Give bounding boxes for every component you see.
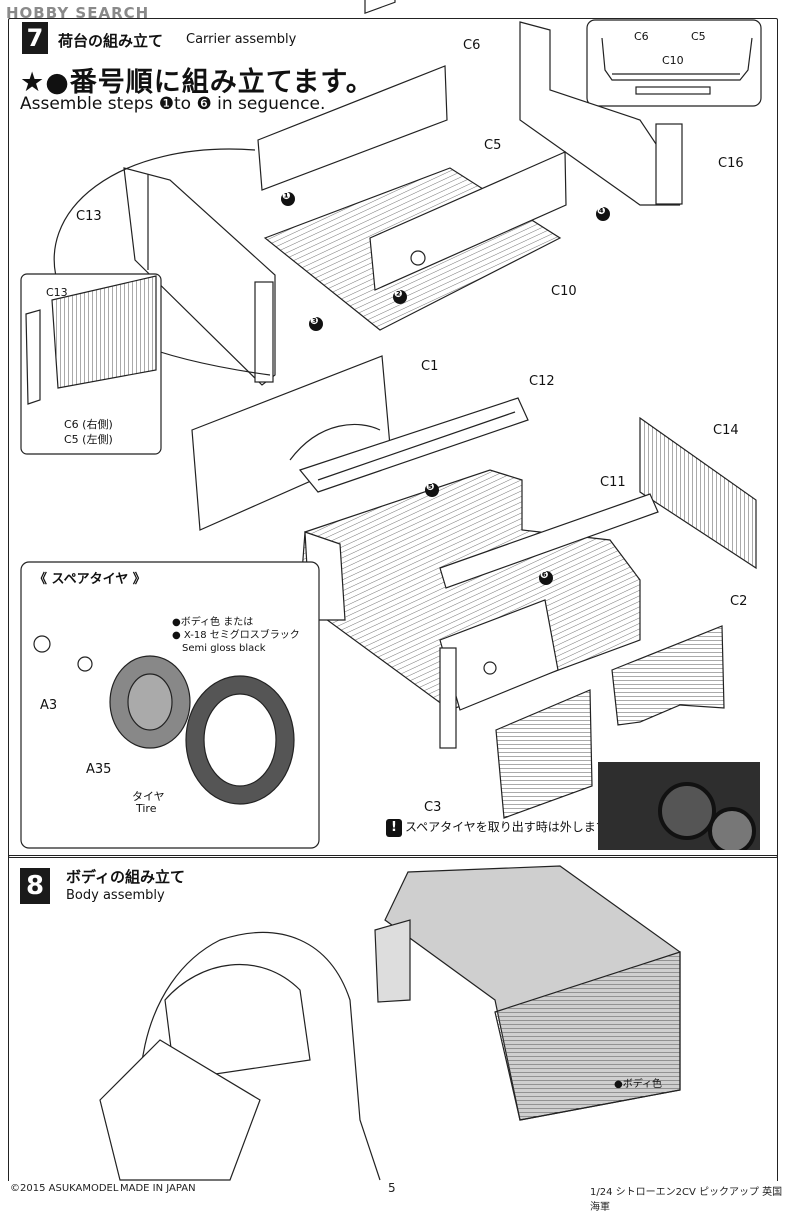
label-c1: C1	[421, 359, 439, 374]
spare-tire-warning: !スペアタイヤを取り出す時は外します。	[386, 818, 619, 837]
step8-title-en: Body assembly	[66, 888, 165, 903]
step-marker-1: ❶	[282, 191, 291, 202]
label-c11: C11	[600, 475, 626, 490]
footer-copyright: ©2015 ASUKAMODEL	[10, 1183, 119, 1194]
inset-c10-box	[586, 19, 762, 107]
step7-title-en: Carrier assembly	[186, 32, 297, 47]
part-c1-shape	[191, 355, 391, 531]
watermark: HOBBY SEARCH	[6, 4, 150, 22]
step-marker-3: ❸	[310, 316, 319, 327]
step8-title-jp: ボディの組み立て	[66, 868, 185, 886]
label-c6-inset: C6	[634, 30, 649, 43]
label-c5-inset: C5	[691, 30, 706, 43]
label-c13-inset: C13	[46, 286, 68, 299]
part-carrier-shape	[299, 469, 641, 711]
label-tire-en: Tire	[136, 802, 157, 815]
label-a3: A3	[40, 698, 58, 713]
label-a35: A35	[86, 762, 112, 777]
step-marker-4: ❹	[597, 206, 606, 217]
step7-title-jp: 荷台の組み立て	[58, 32, 164, 50]
step-marker-6: ❻	[540, 570, 549, 581]
step-markers	[281, 192, 610, 585]
label-c2: C2	[730, 594, 748, 609]
photo-wheel	[658, 782, 716, 840]
label-tire-jp: タイヤ	[132, 790, 165, 803]
step7-headline: ★●番号順に組み立てます。	[20, 67, 374, 98]
part-c12-shape	[298, 397, 529, 493]
footer-made-in: MADE IN JAPAN	[120, 1183, 196, 1194]
step7-number: 7	[22, 22, 48, 54]
part-c6-shape	[257, 65, 448, 191]
spare-tire-paint-1: ●ボディ色 または	[172, 617, 254, 628]
label-c6: C6	[463, 38, 481, 53]
step8-number: 8	[20, 868, 50, 904]
warning-text: スペアタイヤを取り出す時は外します。	[405, 820, 619, 834]
label-c16: C16	[718, 156, 744, 171]
label-c12: C12	[529, 374, 555, 389]
step8-paint-note: ●ボディ色	[614, 1079, 663, 1090]
label-c5: C5	[484, 138, 502, 153]
footer-model: 1/24 シトローエン2CV ピックアップ 英国海軍	[590, 1187, 783, 1213]
spare-tire-title: 《 スペアタイヤ 》	[34, 572, 146, 587]
warning-icon: !	[386, 818, 402, 837]
step-marker-2: ❷	[394, 289, 403, 300]
label-c6-right: C6 (右側)	[64, 418, 113, 431]
part-c11-shape	[439, 493, 659, 589]
footer-page-number: 5	[388, 1181, 396, 1195]
step7-instruction: Assemble steps ❶to ❻ in seguence.	[20, 94, 326, 114]
part-c13-shape	[123, 167, 276, 386]
step-marker-5: ❺	[426, 482, 435, 493]
label-c5-left: C5 (左側)	[64, 433, 113, 446]
part-c3-shape	[495, 689, 593, 819]
photo-wheel-2	[708, 807, 756, 850]
part-c14-shape	[639, 416, 757, 570]
label-c14: C14	[713, 423, 739, 438]
spare-tire-paint-3: Semi gloss black	[182, 643, 266, 654]
step7-frame	[8, 18, 778, 858]
part-c2-shape	[611, 625, 725, 726]
label-c3: C3	[424, 800, 442, 815]
reference-photo	[598, 762, 760, 850]
step8-frame	[8, 855, 778, 1181]
label-c10: C10	[551, 284, 577, 299]
label-c10-inset: C10	[662, 54, 684, 67]
spare-tire-paint-2: ● X-18 セミグロスブラック	[172, 630, 300, 641]
label-c13: C13	[76, 209, 102, 224]
